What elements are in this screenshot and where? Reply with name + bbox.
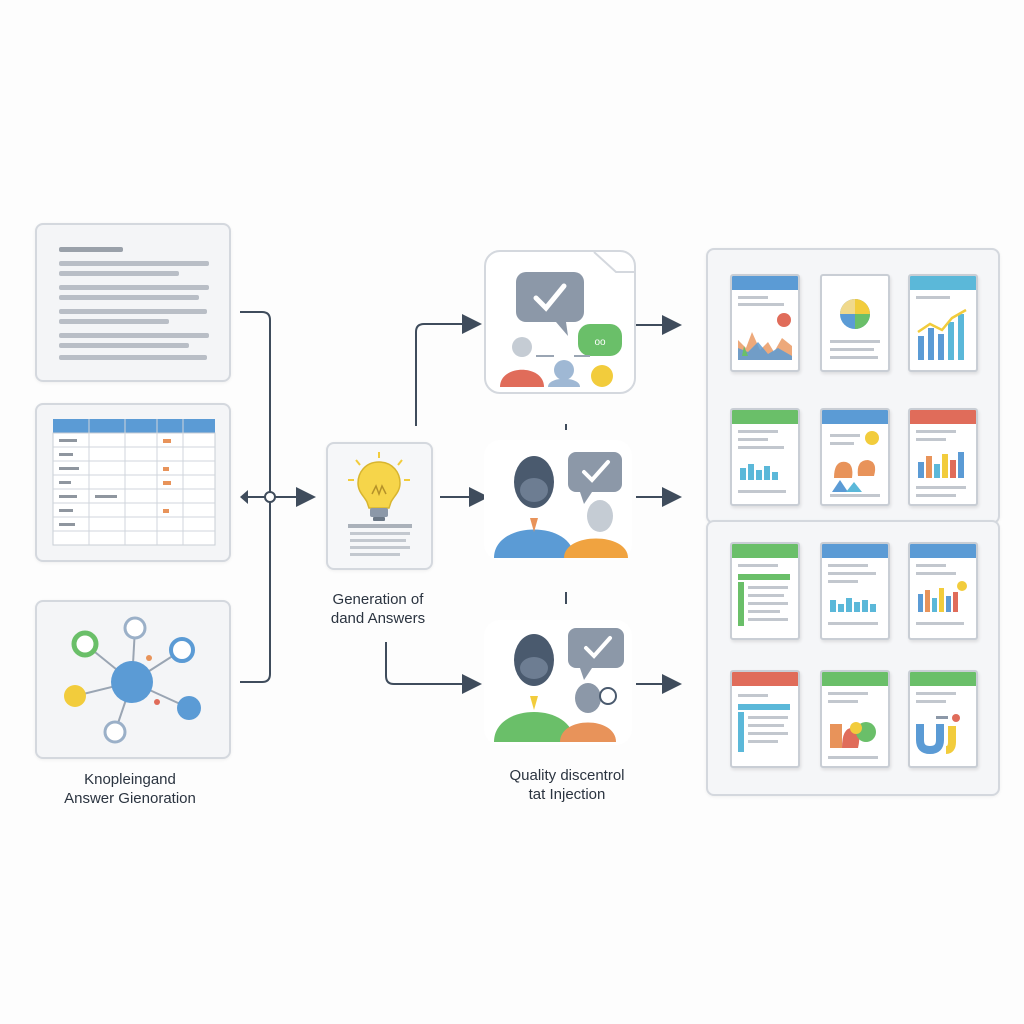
chart-document — [908, 670, 978, 768]
quality-review-bottom — [484, 620, 632, 745]
bar-chart-document — [908, 274, 978, 372]
spreadsheet-table-icon — [52, 419, 216, 546]
output-panel-lower — [706, 520, 1000, 796]
expert-review-icon — [494, 452, 628, 558]
knowledge-graph-icon — [64, 616, 201, 744]
sources-caption-line-1: Knopleingand — [84, 771, 176, 788]
output-panel-upper — [706, 248, 1000, 524]
report-document — [730, 408, 800, 506]
quality-caption-line-1: Quality discentrol — [509, 767, 625, 784]
table-document — [730, 670, 800, 768]
pair-review-icon — [494, 628, 624, 742]
quality-review-top: oo — [484, 250, 636, 394]
generation-caption-line-1: Generation of — [332, 591, 424, 608]
report-document — [730, 274, 800, 372]
generation-caption: Generation of dand Answers — [298, 590, 458, 628]
spreadsheet-panel — [35, 403, 231, 562]
table-document — [730, 542, 800, 640]
quality-caption-line-2: tat Injection — [528, 786, 606, 803]
svg-text:oo: oo — [594, 337, 606, 348]
quality-review-middle — [484, 440, 632, 560]
lightbulb-icon — [348, 452, 412, 556]
chat-review-icon: oo — [500, 252, 634, 387]
chart-document — [820, 408, 890, 506]
quality-caption: Quality discentrol tat Injection — [482, 766, 652, 804]
knowledge-graph-panel — [35, 600, 231, 759]
chart-document — [908, 408, 978, 506]
chart-document — [908, 542, 978, 640]
chart-document — [820, 670, 890, 768]
generation-panel — [326, 442, 433, 570]
sources-caption: Knopleingand Answer Gienoration — [30, 770, 230, 808]
generation-caption-line-2: dand Answers — [330, 610, 426, 627]
pie-chart-document — [820, 274, 890, 372]
report-document — [820, 542, 890, 640]
sources-caption-line-2: Answer Gienoration — [64, 790, 196, 807]
text-document-panel — [35, 223, 231, 382]
